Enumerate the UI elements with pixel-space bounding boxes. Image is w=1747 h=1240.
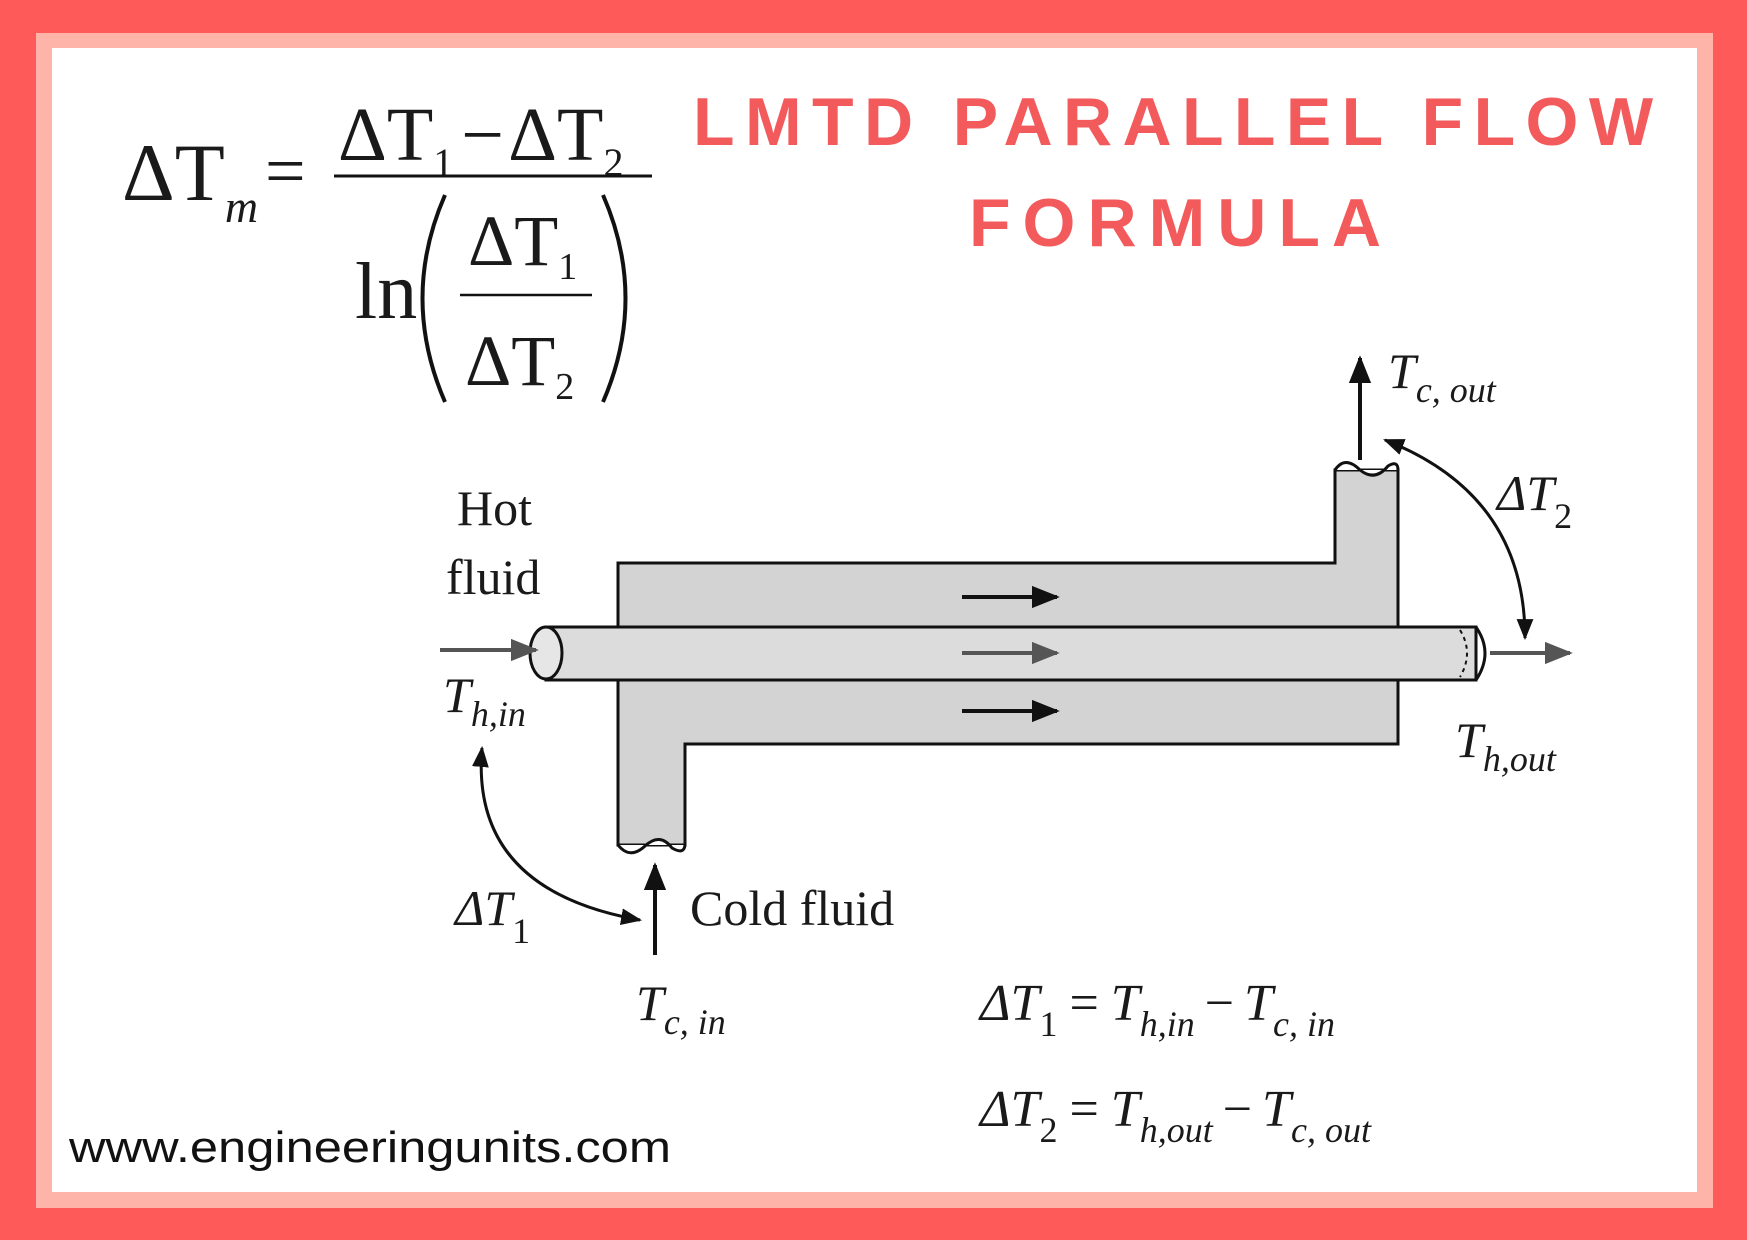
cold-fluid-label: Cold fluid <box>690 880 894 936</box>
delta-t1-equation: ΔT1=Th,in−Tc, in <box>978 975 1335 1044</box>
heat-exchanger <box>440 355 1573 955</box>
delta-t1-arc <box>472 745 643 925</box>
svg-text:ΔT2: ΔT2 <box>465 321 574 408</box>
svg-text:ΔTm: ΔTm <box>122 127 258 232</box>
delta-t2-label: ΔT2 <box>1495 465 1572 536</box>
delta-t2-equation: ΔT2=Th,out−Tc, out <box>978 1081 1372 1150</box>
title-line-2: FORMULA <box>969 185 1381 261</box>
delta-t2-arc <box>1383 438 1534 641</box>
tube-inlet-end <box>528 625 564 681</box>
delta-t1-label: ΔT1 <box>453 880 530 951</box>
svg-text:ln: ln <box>355 248 417 336</box>
left-paren <box>420 194 447 403</box>
t-c-in-label: Tc, in <box>636 975 726 1042</box>
svg-text:ΔT1−ΔT2: ΔT1−ΔT2 <box>338 93 623 185</box>
hot-fluid-label-1: Hot <box>457 480 532 536</box>
t-h-out-label: Th,out <box>1455 712 1557 779</box>
hot-fluid-label-2: fluid <box>446 549 540 605</box>
website-link[interactable]: www.engineeringunits.com <box>68 1123 671 1172</box>
t-c-out-label: Tc, out <box>1388 343 1497 410</box>
right-paren <box>601 194 628 403</box>
svg-text:ΔT1: ΔT1 <box>468 201 577 288</box>
t-h-in-label: Th,in <box>443 667 526 734</box>
lmtd-formula: ΔTm = ΔT1−ΔT2 ln ΔT1 ΔT2 <box>122 93 652 408</box>
svg-text:=: = <box>265 131 306 211</box>
